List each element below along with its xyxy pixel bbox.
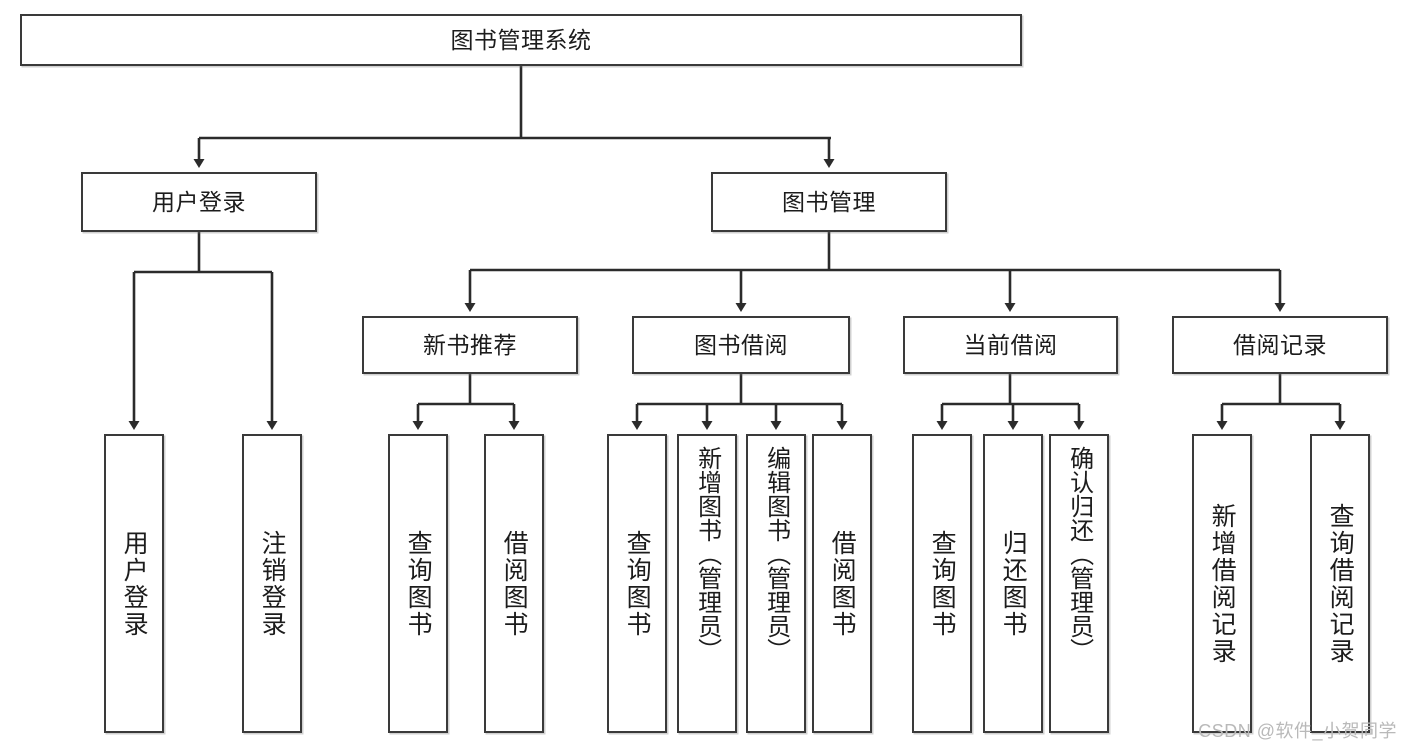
node-leaf-add-book-label: 新增图书（管理员） <box>693 446 721 662</box>
node-leaf-query-book-3-label: 查询图书 <box>928 529 957 638</box>
node-leaf-logout[interactable]: 注销登录 <box>242 434 302 733</box>
node-user-login[interactable]: 用户登录 <box>81 172 317 232</box>
node-borrow-record[interactable]: 借阅记录 <box>1172 316 1388 374</box>
node-leaf-add-record[interactable]: 新增借阅记录 <box>1192 434 1252 733</box>
node-leaf-borrow-book-2-label: 借阅图书 <box>828 529 857 638</box>
node-leaf-query-book-1[interactable]: 查询图书 <box>388 434 448 733</box>
node-leaf-confirm-return-label: 确认归还（管理员） <box>1065 446 1093 662</box>
node-leaf-add-book[interactable]: 新增图书（管理员） <box>677 434 737 733</box>
node-current-borrow-label: 当前借阅 <box>963 331 1058 358</box>
node-leaf-query-record[interactable]: 查询借阅记录 <box>1310 434 1370 733</box>
node-leaf-edit-book-label: 编辑图书（管理员） <box>762 446 790 662</box>
node-book-borrow-label: 图书借阅 <box>694 331 788 358</box>
node-new-book-recommend-label: 新书推荐 <box>423 331 517 358</box>
node-borrow-record-label: 借阅记录 <box>1233 331 1327 358</box>
node-leaf-query-book-1-label: 查询图书 <box>404 529 433 638</box>
node-leaf-query-record-label: 查询借阅记录 <box>1326 502 1355 665</box>
csdn-watermark: CSDN @软件_小贺同学 <box>1198 721 1397 741</box>
node-leaf-query-book-2-label: 查询图书 <box>623 529 652 638</box>
node-current-borrow[interactable]: 当前借阅 <box>903 316 1118 374</box>
node-leaf-borrow-book-1[interactable]: 借阅图书 <box>484 434 544 733</box>
node-leaf-user-login-label: 用户登录 <box>120 529 149 638</box>
node-book-management[interactable]: 图书管理 <box>711 172 947 232</box>
node-root[interactable]: 图书管理系统 <box>20 14 1022 66</box>
node-book-management-label: 图书管理 <box>782 188 876 215</box>
node-root-label: 图书管理系统 <box>450 26 592 53</box>
node-leaf-return-book-label: 归还图书 <box>999 529 1028 638</box>
node-leaf-logout-label: 注销登录 <box>258 529 287 638</box>
node-new-book-recommend[interactable]: 新书推荐 <box>362 316 578 374</box>
node-leaf-return-book[interactable]: 归还图书 <box>983 434 1043 733</box>
node-leaf-user-login[interactable]: 用户登录 <box>104 434 164 733</box>
node-leaf-edit-book[interactable]: 编辑图书（管理员） <box>746 434 806 733</box>
node-leaf-add-record-label: 新增借阅记录 <box>1208 502 1237 665</box>
node-user-login-label: 用户登录 <box>152 188 246 215</box>
node-leaf-borrow-book-2[interactable]: 借阅图书 <box>812 434 872 733</box>
node-leaf-borrow-book-1-label: 借阅图书 <box>500 529 529 638</box>
node-book-borrow[interactable]: 图书借阅 <box>632 316 850 374</box>
node-leaf-query-book-3[interactable]: 查询图书 <box>912 434 972 733</box>
node-leaf-query-book-2[interactable]: 查询图书 <box>607 434 667 733</box>
node-leaf-confirm-return[interactable]: 确认归还（管理员） <box>1049 434 1109 733</box>
